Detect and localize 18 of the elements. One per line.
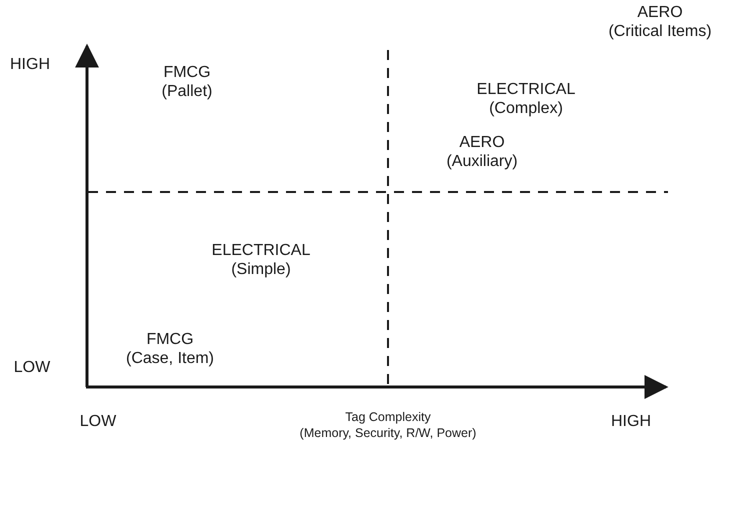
category-label: FMCG <box>146 330 194 349</box>
axis-title: Tag Complexity <box>345 410 431 425</box>
category-label: (Pallet) <box>162 82 212 101</box>
axis-tick-label: LOW <box>14 358 50 377</box>
category-label: (Case, Item) <box>126 349 214 368</box>
category-label: FMCG <box>163 63 211 82</box>
category-label: ELECTRICAL <box>476 80 576 99</box>
category-label: (Auxiliary) <box>446 152 518 171</box>
category-label: (Simple) <box>231 260 291 279</box>
axis-tick-label: LOW <box>80 412 116 431</box>
axis-title: (Memory, Security, R/W, Power) <box>300 426 476 441</box>
category-label: AERO <box>459 133 505 152</box>
axis-tick-label: HIGH <box>10 55 50 74</box>
category-label: ELECTRICAL <box>212 241 310 260</box>
category-label: (Critical Items) <box>608 22 712 41</box>
category-label: AERO <box>637 3 683 22</box>
category-label: (Complex) <box>489 99 563 118</box>
axis-tick-label: HIGH <box>611 412 651 431</box>
